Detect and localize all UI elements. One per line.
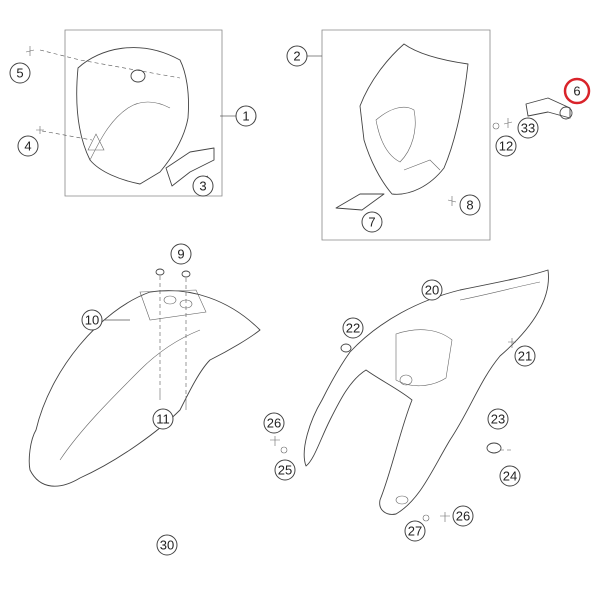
svg-text:33: 33 — [521, 121, 535, 136]
svg-text:11: 11 — [156, 412, 170, 427]
group-2-frame — [321, 29, 491, 241]
svg-text:26: 26 — [267, 416, 281, 431]
bolt-icon — [159, 388, 187, 410]
grommet-icon — [486, 442, 502, 454]
svg-text:9: 9 — [177, 247, 184, 262]
screw-icon — [25, 46, 35, 56]
screw-icon — [508, 338, 516, 348]
svg-text:12: 12 — [499, 139, 513, 154]
bolt-icon — [270, 436, 280, 446]
nut-icon — [492, 122, 500, 130]
front-fender-part — [28, 290, 261, 487]
svg-text:24: 24 — [503, 469, 517, 484]
sticker-part — [335, 193, 385, 211]
svg-text:7: 7 — [368, 215, 375, 230]
svg-text:20: 20 — [425, 283, 439, 298]
callout-25: 25 — [274, 459, 296, 481]
bolt-icon — [503, 118, 513, 128]
callout-26-left: 26 — [263, 412, 285, 434]
callout-6-highlighted: 6 — [563, 77, 591, 105]
number-plate-group — [306, 29, 491, 241]
washer-icon — [155, 268, 165, 276]
callout-21: 21 — [514, 345, 536, 367]
svg-text:22: 22 — [346, 321, 360, 336]
callout-22: 22 — [342, 317, 364, 339]
callout-1: 1 — [235, 105, 257, 127]
svg-text:26: 26 — [456, 509, 470, 524]
nut-icon — [280, 446, 288, 454]
callout-8: 8 — [459, 194, 481, 216]
rear-fender-part — [303, 269, 549, 515]
headlight-bracket-group — [492, 97, 573, 130]
svg-text:5: 5 — [16, 66, 23, 81]
callout-10: 10 — [81, 309, 103, 331]
callout-26-right: 26 — [452, 505, 474, 527]
callout-23: 23 — [487, 408, 509, 430]
callout-33: 33 — [517, 117, 539, 139]
callout-5: 5 — [9, 62, 31, 84]
number-plate-clip-part — [165, 147, 215, 187]
svg-text:1: 1 — [242, 109, 249, 124]
headlight-mask-part — [76, 47, 189, 185]
svg-text:8: 8 — [466, 198, 473, 213]
callout-2: 2 — [286, 45, 308, 67]
callouts: 5 4 1 3 2 6 33 12 7 8 9 10 11 20 22 21 2… — [9, 45, 591, 556]
svg-text:6: 6 — [573, 84, 580, 99]
callout-9: 9 — [170, 243, 192, 265]
callout-12: 12 — [495, 135, 517, 157]
svg-text:3: 3 — [199, 179, 206, 194]
front-fender-group — [28, 268, 261, 487]
callout-4: 4 — [17, 135, 39, 157]
svg-text:27: 27 — [408, 524, 422, 539]
bolt-icon — [440, 512, 450, 522]
washer-icon — [181, 270, 191, 278]
callout-11: 11 — [152, 408, 174, 430]
callout-27: 27 — [404, 520, 426, 542]
svg-text:21: 21 — [518, 349, 532, 364]
callout-24: 24 — [499, 465, 521, 487]
rear-fender-group — [270, 269, 549, 522]
grommet-icon — [340, 343, 352, 353]
washer-icon — [422, 514, 430, 522]
callout-30: 30 — [156, 534, 178, 556]
bolt-icon — [36, 126, 44, 134]
headlight-mask-group — [25, 29, 236, 197]
callout-20: 20 — [421, 279, 443, 301]
callout-7: 7 — [361, 211, 383, 233]
svg-text:30: 30 — [160, 538, 174, 553]
svg-text:4: 4 — [24, 139, 31, 154]
group-1-frame — [64, 29, 223, 197]
svg-text:10: 10 — [85, 313, 99, 328]
callout-3: 3 — [192, 175, 214, 197]
svg-text:23: 23 — [491, 412, 505, 427]
svg-text:25: 25 — [278, 463, 292, 478]
number-plate-part — [359, 43, 469, 195]
screw-icon — [447, 196, 457, 206]
svg-text:2: 2 — [293, 49, 300, 64]
